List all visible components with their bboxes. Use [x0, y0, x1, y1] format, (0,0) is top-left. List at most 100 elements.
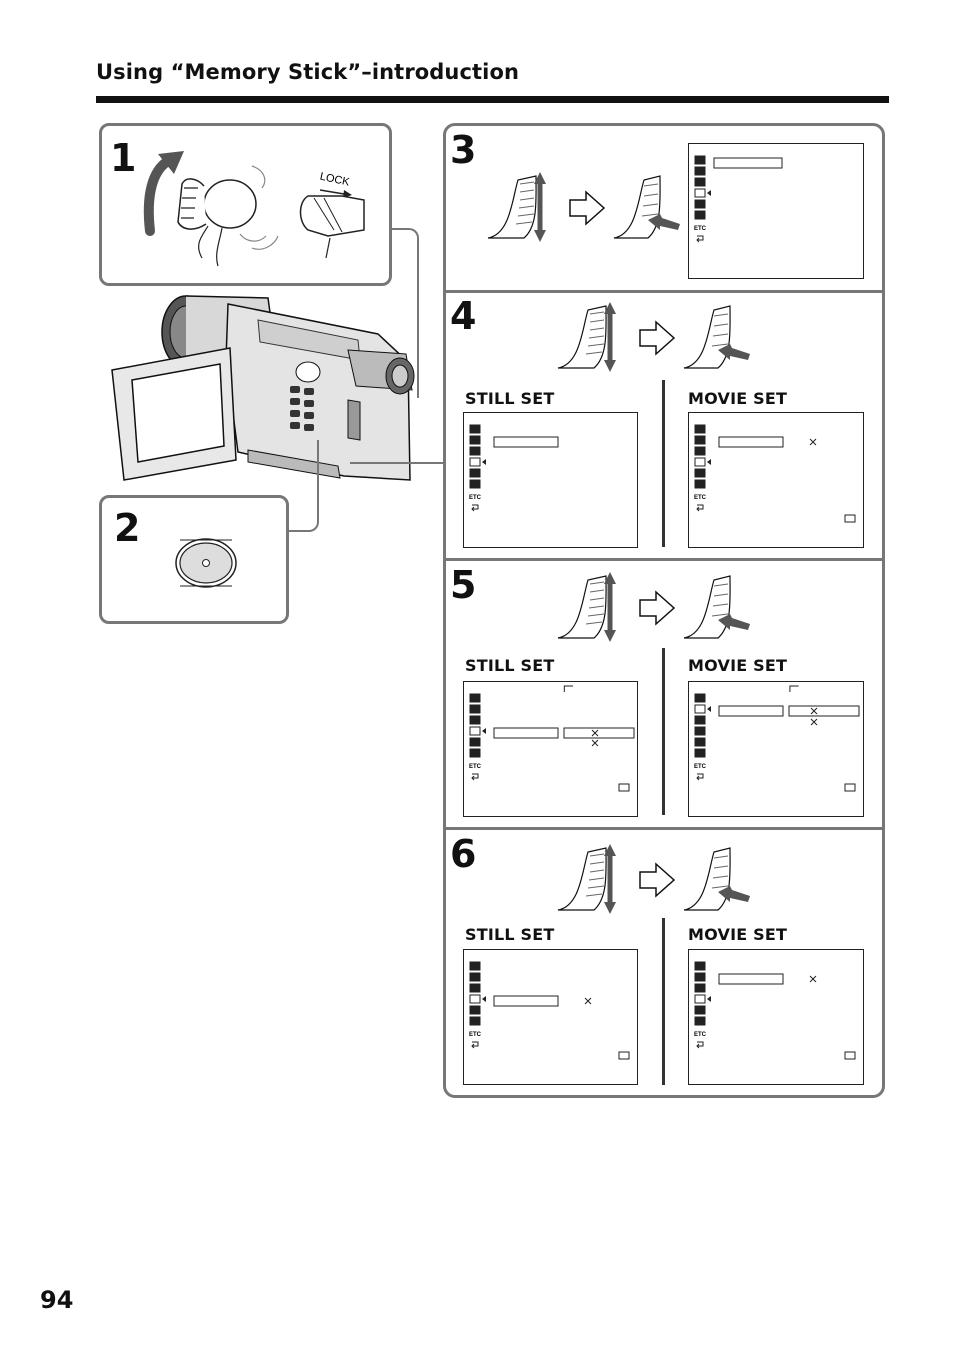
return-icon: [471, 1041, 479, 1049]
lcd-set-icon: [469, 737, 481, 747]
playback-set-icon: [694, 446, 706, 456]
playback-set-icon: [469, 715, 481, 725]
lcd-set-icon: [694, 199, 706, 209]
dial-turn-press-icon: [557, 302, 750, 372]
still-set-label: STILL SET: [465, 656, 555, 675]
still-set-label: STILL SET: [465, 389, 555, 408]
page-title: Using “Memory Stick”–introduction: [96, 60, 520, 84]
manual-set-icon: [694, 693, 706, 703]
memory-set-icon: [469, 457, 481, 467]
step-2-box: 2: [99, 495, 289, 624]
playback-set-icon: [469, 446, 481, 456]
tape-set-icon: [694, 1016, 706, 1026]
off-mark-icon: [810, 718, 818, 726]
title-rule: [96, 96, 889, 103]
cursor-arrow-icon: [707, 996, 711, 1002]
etc-label: ETC: [694, 1032, 707, 1038]
step-5-number: 5: [450, 563, 477, 607]
camera-set-icon: [694, 972, 706, 982]
memory-set-icon: [694, 188, 706, 198]
manual-set-icon: [694, 961, 706, 971]
button-illustration: [175, 538, 237, 588]
memory-set-icon: [469, 994, 481, 1004]
off-mark-icon: [810, 707, 818, 715]
memory-stick-icon: [844, 1051, 856, 1060]
off-mark-icon: [584, 997, 592, 1005]
panel-divider-3-4: [446, 290, 882, 293]
etc-label: ETC: [469, 1032, 482, 1038]
camcorder-illustration: [111, 295, 415, 481]
dial-turn-press-icon: [487, 172, 680, 242]
menu-screen-step4-still: ETC: [463, 412, 638, 548]
off-mark-icon: [809, 975, 817, 983]
menu-screen-step5-still: ETC: [463, 681, 638, 817]
connector-step1: [392, 228, 419, 398]
step-3-number: 3: [450, 128, 477, 172]
off-mark-icon: [809, 438, 817, 446]
manual-set-icon: [469, 961, 481, 971]
connector-step2: [289, 440, 319, 532]
memory-set-icon: [694, 994, 706, 1004]
etc-label: ETC: [694, 226, 707, 232]
playback-set-icon: [694, 983, 706, 993]
camera-set-icon: [694, 435, 706, 445]
still-set-label: STILL SET: [465, 925, 555, 944]
playback-set-icon: [694, 715, 706, 725]
menu-screen-step5-movie: ETC: [688, 681, 864, 817]
step-1-box: 1 LOCK: [99, 123, 392, 286]
cursor-arrow-icon: [707, 190, 711, 196]
menu-highlight-box: [718, 705, 784, 717]
step-6-number: 6: [450, 832, 477, 876]
cursor-arrow-icon: [482, 728, 486, 734]
cursor-arrow-icon: [482, 996, 486, 1002]
menu-highlight-box: [493, 436, 559, 448]
playback-set-icon: [694, 177, 706, 187]
etc-label: ETC: [694, 495, 707, 501]
memory-set-icon: [694, 457, 706, 467]
return-icon: [696, 1041, 704, 1049]
menu-highlight-box: [563, 727, 635, 739]
tape-set-icon: [469, 748, 481, 758]
manual-set-icon: [694, 424, 706, 434]
memory-set-icon: [469, 726, 481, 736]
menu-highlight-box: [713, 157, 783, 169]
cursor-arrow-icon: [482, 459, 486, 465]
step-6-divider: [662, 918, 665, 1085]
steps-panel: [443, 123, 885, 1098]
camera-set-icon: [694, 166, 706, 176]
step-4-number: 4: [450, 294, 477, 338]
etc-label: ETC: [694, 764, 707, 770]
manual-set-icon: [694, 155, 706, 165]
playback-set-icon: [469, 983, 481, 993]
manual-set-icon: [469, 693, 481, 703]
menu-highlight-box: [493, 727, 559, 739]
memory-stick-icon: [618, 1051, 630, 1060]
tape-set-icon: [694, 748, 706, 758]
menu-screen-step3: ETC: [688, 143, 864, 279]
menu-highlight-box: [493, 995, 559, 1007]
connector-panel: [350, 462, 443, 464]
movie-set-label: MOVIE SET: [688, 925, 788, 944]
menu-screen-step6-movie: ETC: [688, 949, 864, 1085]
lcd-set-icon: [469, 468, 481, 478]
etc-label: ETC: [469, 495, 482, 501]
tape-set-icon: [694, 479, 706, 489]
off-mark-icon: [591, 739, 599, 747]
camera-set-icon: [694, 704, 706, 714]
tape-set-icon: [694, 210, 706, 220]
manual-set-icon: [469, 424, 481, 434]
off-mark-icon: [591, 729, 599, 737]
lcd-set-icon: [469, 1005, 481, 1015]
step-2-number: 2: [114, 506, 141, 550]
panel-divider-5-6: [446, 827, 882, 830]
dial-turn-press-icon: [557, 572, 750, 642]
menu-highlight-box: [788, 705, 860, 717]
etc-label: ETC: [469, 764, 482, 770]
menu-screen-step6-still: ETC: [463, 949, 638, 1085]
return-icon: [696, 773, 704, 781]
power-switch-illustration: LOCK: [143, 151, 365, 267]
memory-stick-icon: [618, 783, 630, 792]
lcd-set-icon: [694, 737, 706, 747]
menu-screen-step4-movie: ETC: [688, 412, 864, 548]
tape-set-icon: [469, 479, 481, 489]
